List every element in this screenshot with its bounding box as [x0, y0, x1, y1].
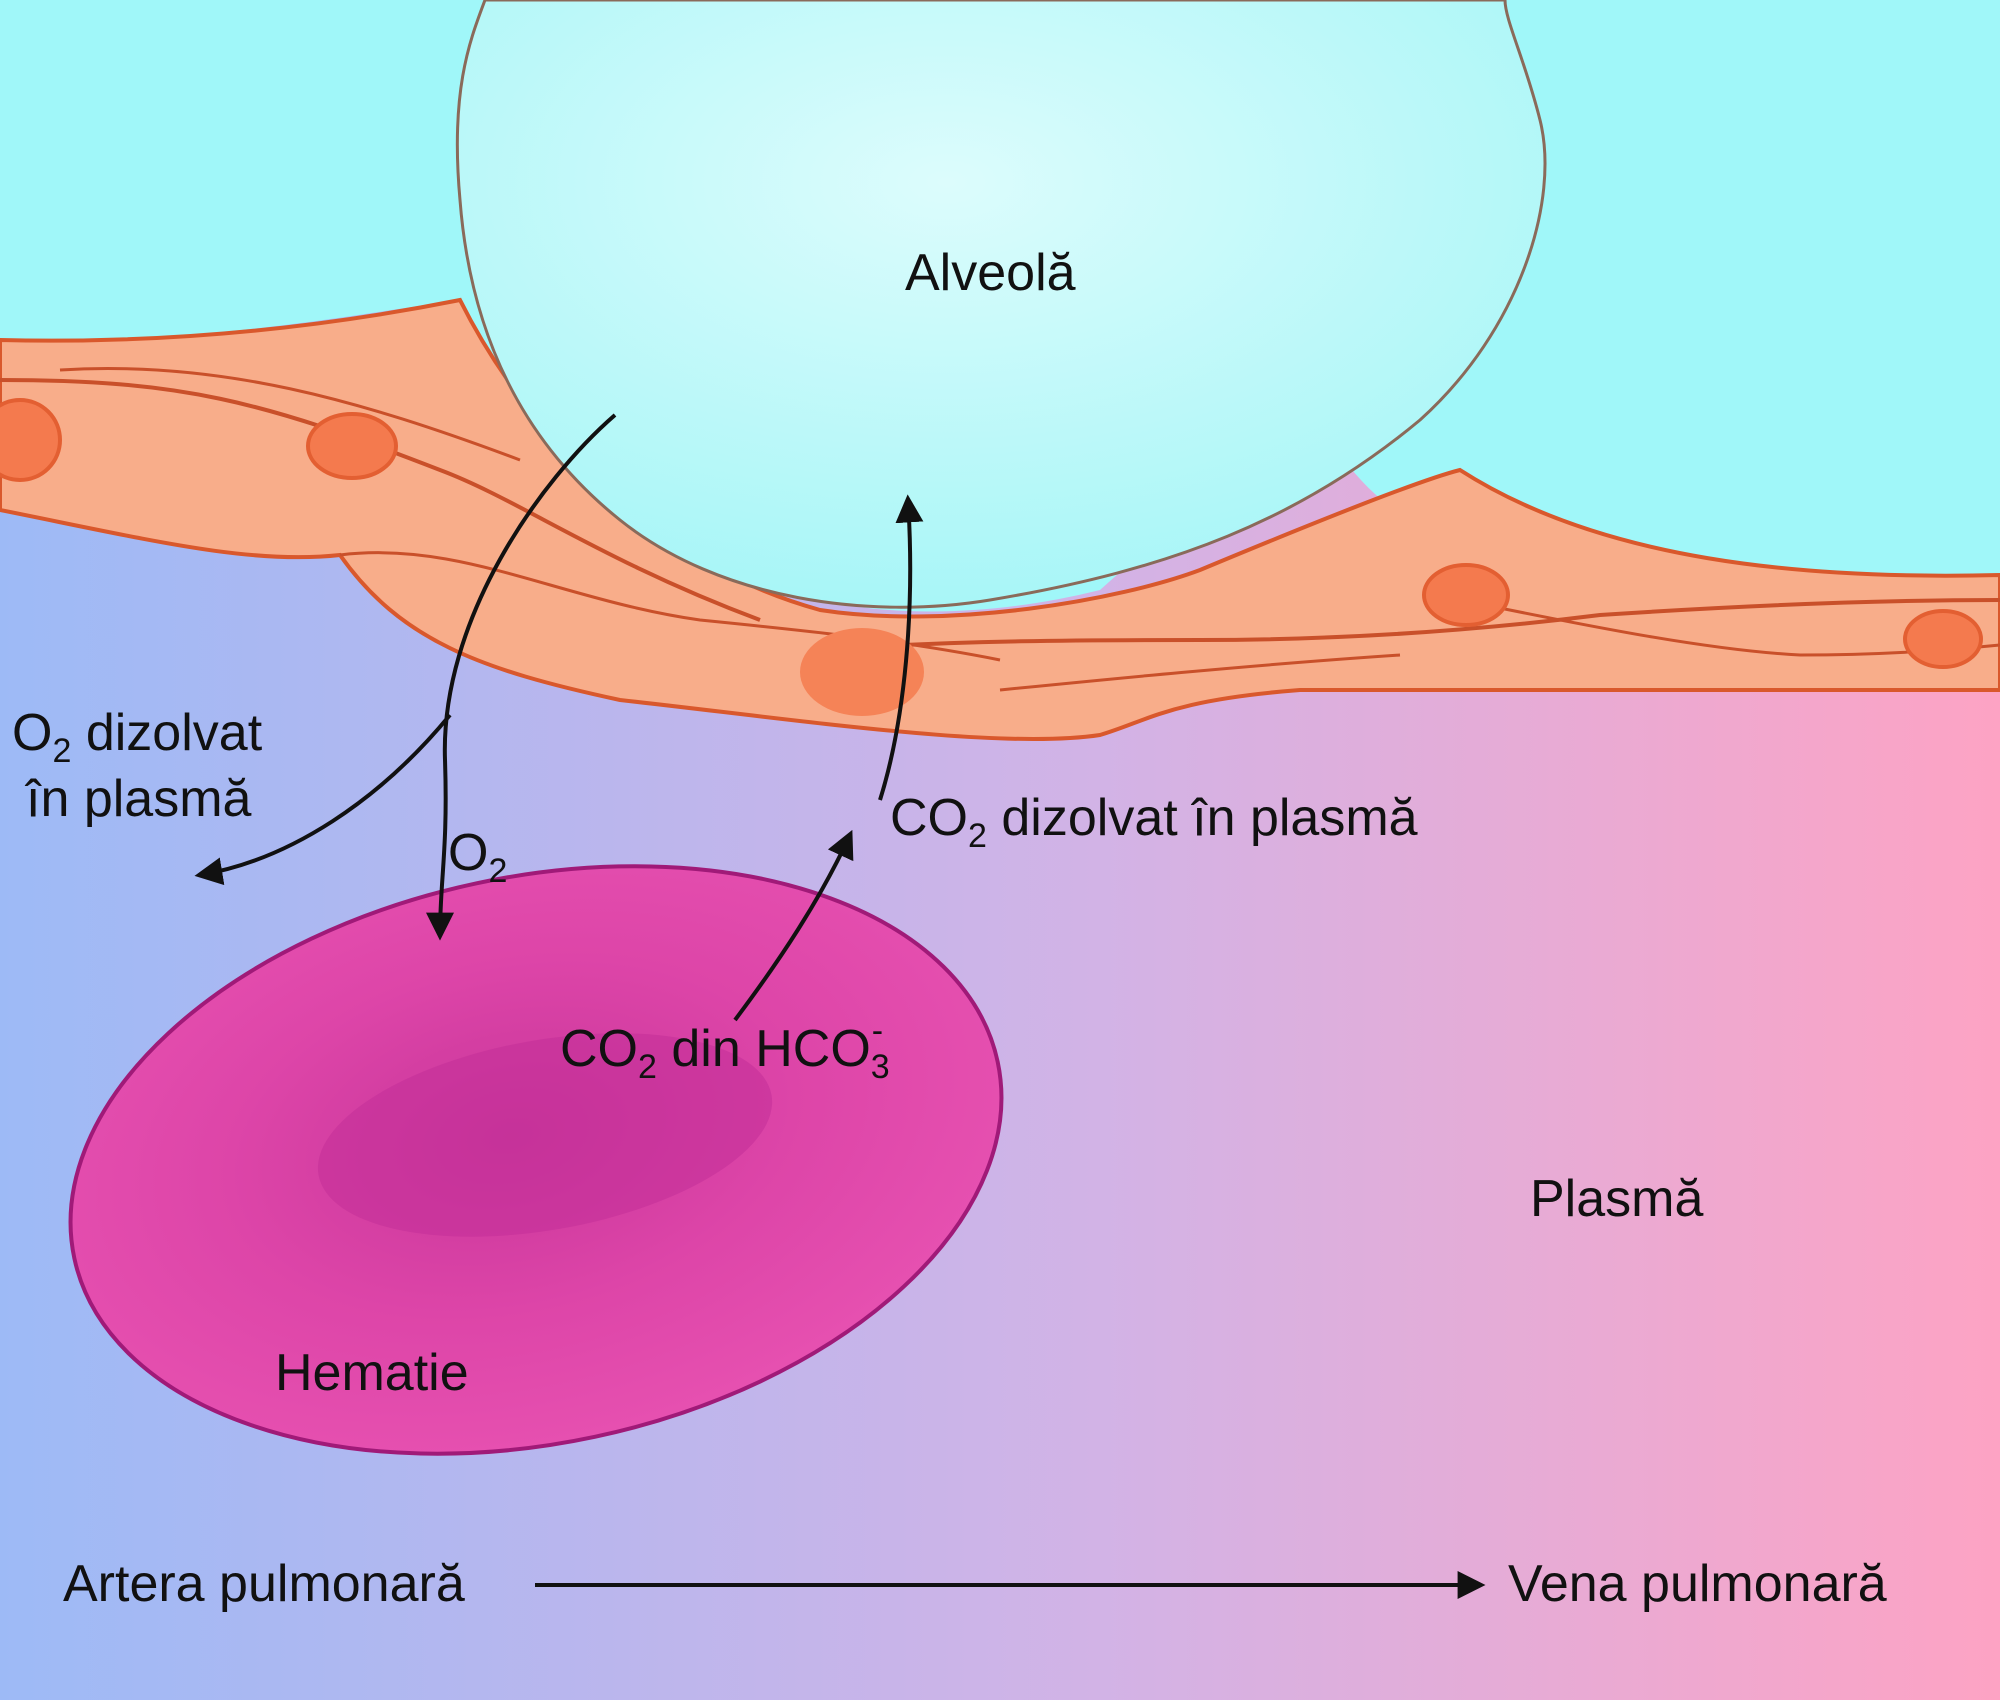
- nucleus: [800, 628, 924, 716]
- capillary-membrane: [0, 297, 2000, 742]
- nucleus: [1422, 563, 1510, 627]
- label-alveola: Alveolă: [905, 244, 1076, 302]
- erythrocyte: [68, 864, 1004, 1456]
- erythrocyte-center: [317, 1033, 773, 1237]
- label-co2-dissolved: CO2 dizolvat în plasmă: [890, 789, 1418, 855]
- co2-from-hco3-arrow: [733, 829, 854, 1022]
- label-o2: O2: [448, 824, 508, 890]
- label-hematie: Hematie: [275, 1344, 469, 1402]
- label-artery: Artera pulmonară: [63, 1555, 465, 1613]
- co2-dissolved-arrow: [878, 494, 924, 801]
- cell-boundary: [999, 653, 1401, 692]
- cell-boundary: [59, 366, 521, 462]
- nucleus: [306, 412, 398, 480]
- nucleus: [1903, 609, 1983, 669]
- o2-arrow: [426, 413, 617, 941]
- cell-boundary: [0, 378, 761, 622]
- o2-dissolved-arrow: [194, 713, 452, 886]
- label-plasma: Plasmă: [1530, 1170, 1704, 1228]
- label-co2-from-hco3: CO2 din HCO3-: [560, 1012, 890, 1086]
- arrows: [194, 413, 1486, 1599]
- label-vein: Vena pulmonară: [1508, 1555, 1887, 1613]
- cell-boundary: [819, 598, 2000, 652]
- label-o2-dissolved: O2 dizolvat în plasmă: [12, 704, 263, 828]
- nucleus: [0, 398, 62, 482]
- alveolus: [455, 0, 1547, 609]
